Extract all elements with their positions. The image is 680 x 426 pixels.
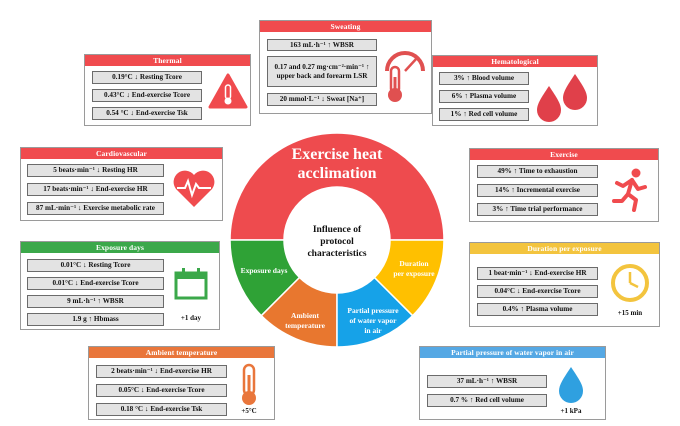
panel-title: Hematological xyxy=(433,56,597,67)
panel-title: Duration per exposure xyxy=(470,243,659,254)
row-metabolic-rate: 87 mL·min⁻¹ ↓ Exercise metabolic rate xyxy=(27,202,164,215)
row-time-exhaustion: 49% ↑ Time to exhaustion xyxy=(477,165,598,178)
panel-sweating: Sweating 163 mL·h⁻¹ ↑ WBSR 0.17 and 0.27… xyxy=(259,20,432,114)
panel-title: Thermal xyxy=(85,55,250,66)
panel-title: Sweating xyxy=(260,21,431,32)
segment-label-vapor-2: of water vapor xyxy=(350,316,398,325)
inner-line1: Influence of xyxy=(313,225,362,235)
panel-hematological: Hematological 3% ↑ Blood volume 6% ↑ Pla… xyxy=(432,55,598,126)
row-resting-tcore: 0.01°C ↓ Resting Tcore xyxy=(27,259,164,272)
center-title-line1: Exercise heat xyxy=(292,146,383,163)
row-wbsr: 163 mL·h⁻¹ ↑ WBSR xyxy=(267,39,377,51)
panel-title: Exercise xyxy=(470,149,658,160)
row-end-tcore: 0.04°C ↓ End-exercise Tcore xyxy=(477,285,598,298)
row-red-cell-volume: 1% ↑ Red cell volume xyxy=(439,108,529,121)
calendar-icon xyxy=(174,268,208,300)
thermometer-gauge-icon xyxy=(385,51,425,102)
row-blood-volume: 3% ↑ Blood volume xyxy=(439,72,529,85)
panel-cardiovascular: Cardiovascular 5 beats·min⁻¹ ↓ Resting H… xyxy=(20,147,223,221)
thermometer-icon xyxy=(242,363,256,405)
segment-label-duration-2: per exposure xyxy=(393,269,435,278)
inner-line3: characteristics xyxy=(307,249,366,259)
panel-vapor-pressure: Partial pressure of water vapor in air 3… xyxy=(419,346,606,420)
panel-title: Partial pressure of water vapor in air xyxy=(420,347,605,358)
panel-thermal: Thermal 0.19°C ↓ Resting Tcore 0.43°C ↓ … xyxy=(84,54,251,126)
panel-exercise: Exercise 49% ↑ Time to exhaustion 14% ↑ … xyxy=(469,148,659,222)
row-sweat-na: 20 mmol·L⁻¹ ↓ Sweat [Na⁺] xyxy=(267,93,377,106)
row-hbmass: 1.9 g ↑ Hbmass xyxy=(27,313,164,326)
increment-label: +1 kPa xyxy=(560,407,582,415)
row-end-tsk: 0.54 °C ↓ End-exercise Tsk xyxy=(92,107,202,120)
panel-ambient-temperature: Ambient temperature 2 beats·min⁻¹ ↓ End-… xyxy=(88,346,275,420)
row-end-tcore: 0.05°C ↓ End-exercise Tcore xyxy=(96,384,227,397)
panel-duration: Duration per exposure 1 beat·min⁻¹ ↓ End… xyxy=(469,242,660,327)
panel-title: Exposure days xyxy=(21,242,219,253)
segment-label-duration-1: Duration xyxy=(399,259,429,268)
row-resting-tcore: 0.19°C ↓ Resting Tcore xyxy=(92,71,202,84)
segment-label-ambient-1: Ambient xyxy=(291,311,319,320)
row-end-tcore: 0.43°C ↓ End-exercise Tcore xyxy=(92,89,202,102)
row-plasma-volume: 6% ↑ Plasma volume xyxy=(439,90,529,103)
segment-label-exposure-days: Exposure days xyxy=(241,266,288,275)
row-wbsr: 9 mL·h⁻¹ ↑ WBSR xyxy=(27,295,164,308)
row-end-hr: 2 beats·min⁻¹ ↓ End-exercise HR xyxy=(96,365,227,378)
row-end-hr: 17 beats·min⁻¹ ↓ End-exercise HR xyxy=(27,183,164,196)
center-diagram: Exercise heat acclimation Influence of p… xyxy=(230,133,444,347)
blood-drops-icon xyxy=(537,74,587,122)
row-lsr: 0.17 and 0.27 mg·cm⁻²·min⁻¹ ↑ upper back… xyxy=(267,56,377,87)
runner-icon xyxy=(612,168,647,212)
warning-thermometer-icon xyxy=(208,73,248,109)
row-end-hr: 1 beat·min⁻¹ ↓ End-exercise HR xyxy=(477,267,598,280)
clock-icon xyxy=(611,264,649,302)
heart-pulse-icon xyxy=(173,170,215,207)
panel-title: Cardiovascular xyxy=(21,148,222,159)
row-resting-hr: 5 beats·min⁻¹ ↓ Resting HR xyxy=(27,164,164,177)
increment-label: +1 day xyxy=(180,314,202,322)
row-red-cell-volume: 0.7 % ↑ Red cell volume xyxy=(427,394,547,407)
inner-line2: protocol xyxy=(320,237,354,247)
increment-label: +15 min xyxy=(617,309,643,317)
row-time-trial: 3% ↑ Time trial performance xyxy=(477,203,598,216)
segment-ambient-temperature[interactable] xyxy=(260,276,338,348)
increment-label: +5°C xyxy=(241,407,257,415)
row-end-tsk: 0.18 °C ↓ End-exercise Tsk xyxy=(96,403,227,416)
panel-title: Ambient temperature xyxy=(89,347,274,358)
row-plasma-volume: 0.4% ↑ Plasma volume xyxy=(477,303,598,316)
segment-label-vapor-3: in air xyxy=(364,326,382,335)
top-segment xyxy=(230,133,444,241)
row-wbsr: 37 mL·h⁻¹ ↑ WBSR xyxy=(427,375,547,388)
segment-duration[interactable] xyxy=(373,239,445,317)
segment-label-ambient-2: temperature xyxy=(285,321,326,330)
center-title-line2: acclimation xyxy=(297,165,376,182)
row-incremental: 14% ↑ Incremental exercise xyxy=(477,184,598,197)
water-drop-icon xyxy=(559,367,583,403)
panel-exposure-days: Exposure days 0.01°C ↓ Resting Tcore 0.0… xyxy=(20,241,220,330)
segment-label-vapor-1: Partial pressure xyxy=(347,306,399,315)
row-end-tcore: 0.01°C ↓ End-exercise Tcore xyxy=(27,277,164,290)
